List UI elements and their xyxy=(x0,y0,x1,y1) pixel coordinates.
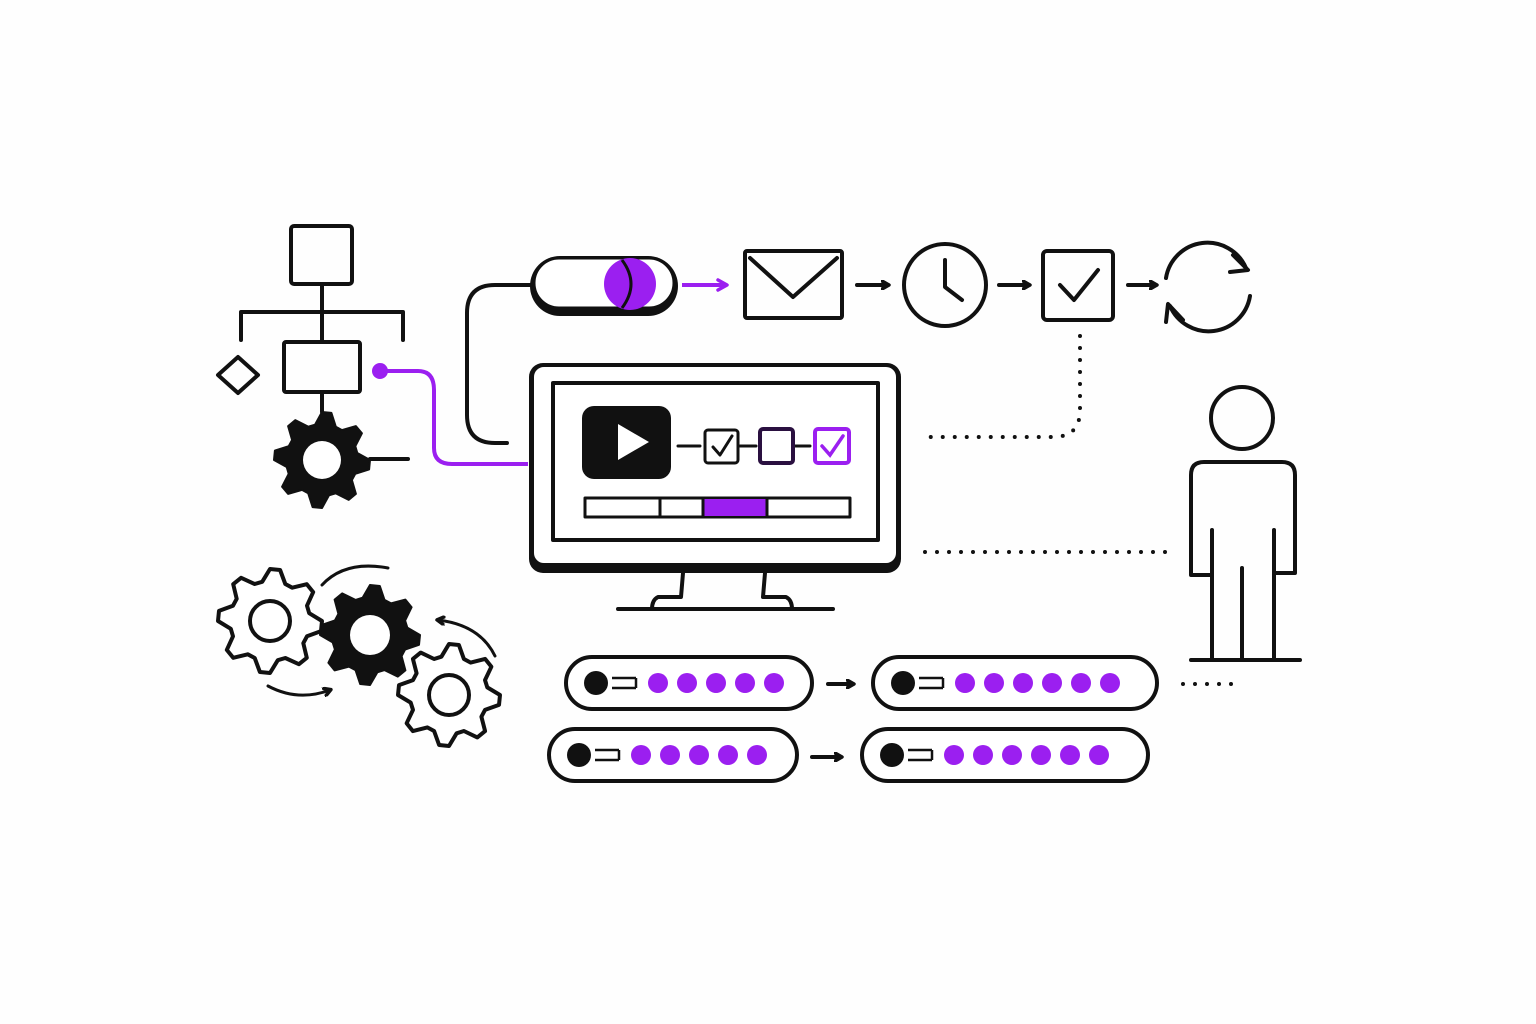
gear-filled-icon xyxy=(319,584,421,686)
pill-bracket xyxy=(595,748,621,762)
org-chart-icon xyxy=(216,224,410,509)
monitor-screen xyxy=(551,381,880,542)
gear-connector xyxy=(320,390,410,461)
pill-bracket xyxy=(612,676,638,690)
pill-dot xyxy=(1060,745,1080,765)
pill-dot xyxy=(648,673,668,693)
pipeline-pill xyxy=(860,727,1150,783)
rotation-arrow xyxy=(438,620,497,658)
envelope-icon xyxy=(743,249,844,320)
gears-cluster-icon xyxy=(216,564,502,748)
pill-dot xyxy=(1100,673,1120,693)
pill-dot xyxy=(955,673,975,693)
dotted-link-checkbox xyxy=(920,334,1082,439)
toggle-icon[interactable] xyxy=(530,256,678,316)
pill-dot xyxy=(747,745,767,765)
pill-dot xyxy=(984,673,1004,693)
checkbox-checked[interactable] xyxy=(703,428,740,465)
pill-dot xyxy=(1071,673,1091,693)
org-chart-top-box xyxy=(289,224,354,286)
pill-dot xyxy=(973,745,993,765)
gear-outline-icon xyxy=(216,567,324,675)
pill-handle xyxy=(880,743,904,767)
pill-dot xyxy=(631,745,651,765)
org-chart-connector xyxy=(239,282,405,344)
pipeline-pill xyxy=(564,655,814,711)
pill-dot xyxy=(944,745,964,765)
pill-dot xyxy=(1042,673,1062,693)
person-icon xyxy=(1189,385,1302,662)
progress-fill xyxy=(704,499,768,516)
checkbox-checked-accent[interactable] xyxy=(813,427,851,465)
pill-dot xyxy=(677,673,697,693)
diamond-icon xyxy=(216,355,260,395)
pipelines xyxy=(547,655,1159,783)
toggle-monitor-connector xyxy=(465,283,532,445)
gear-outline-icon xyxy=(396,642,502,748)
refresh-icon xyxy=(1164,240,1252,334)
pill-dot xyxy=(1031,745,1051,765)
pill-bracket xyxy=(919,676,945,690)
pill-dot xyxy=(1013,673,1033,693)
pill-handle xyxy=(567,743,591,767)
pill-dot xyxy=(1089,745,1109,765)
pipeline-pill xyxy=(547,727,799,783)
play-icon[interactable] xyxy=(582,406,671,479)
rotation-arrow xyxy=(320,564,390,587)
pill-dot xyxy=(735,673,755,693)
pill-bracket xyxy=(908,748,934,762)
pill-handle xyxy=(584,671,608,695)
pill-dot xyxy=(706,673,726,693)
pill-dot xyxy=(718,745,738,765)
pill-dot xyxy=(1002,745,1022,765)
gear-icon xyxy=(273,411,371,509)
pill-dot xyxy=(764,673,784,693)
pipeline-pill xyxy=(871,655,1159,711)
checkbox-icon xyxy=(1041,249,1115,322)
clock-icon xyxy=(902,242,988,328)
checkbox-unchecked[interactable] xyxy=(758,427,795,465)
pill-handle xyxy=(891,671,915,695)
pill-dot xyxy=(689,745,709,765)
progress-bar xyxy=(583,496,852,519)
org-chart-middle-box xyxy=(282,340,362,394)
accent-connector xyxy=(372,363,528,466)
rotation-arrow xyxy=(266,684,330,695)
monitor-icon xyxy=(529,363,901,611)
accent-connector-line xyxy=(380,369,528,466)
pill-dot xyxy=(660,745,680,765)
